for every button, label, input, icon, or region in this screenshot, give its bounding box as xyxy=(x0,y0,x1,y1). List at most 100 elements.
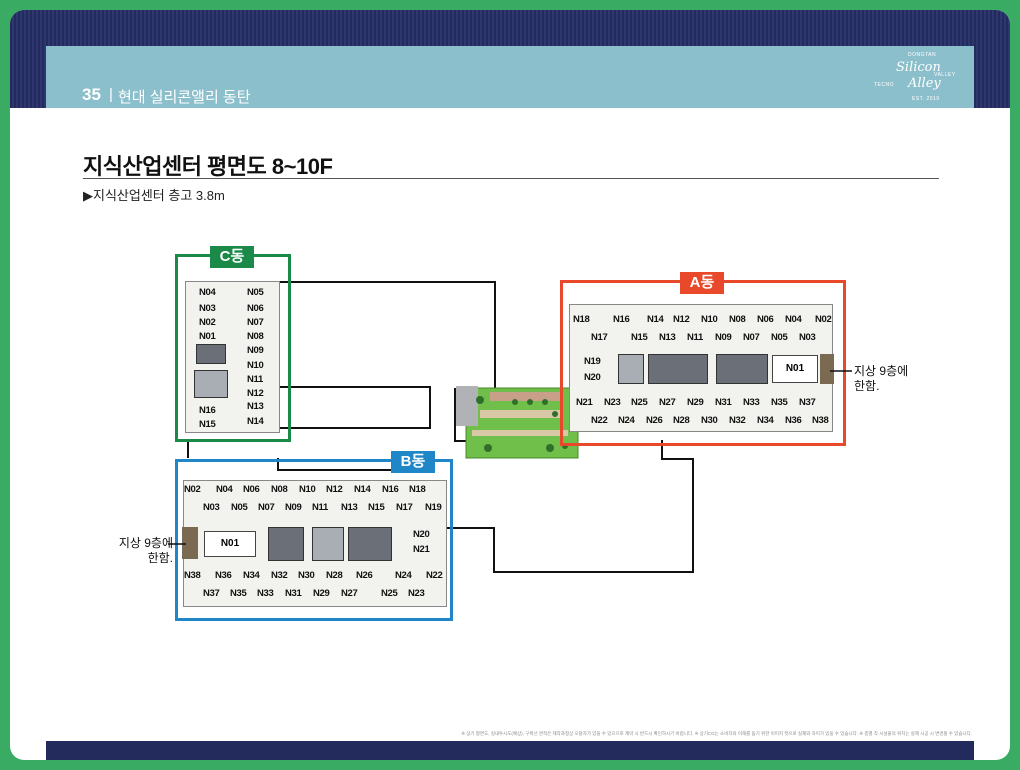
core xyxy=(348,527,392,561)
unit-label: N11 xyxy=(687,332,704,343)
unit-label: N13 xyxy=(247,401,264,412)
unit-label: N09 xyxy=(247,345,264,356)
unit-label: N10 xyxy=(701,314,718,325)
unit-label: N22 xyxy=(426,570,443,581)
unit-label: N08 xyxy=(271,484,288,495)
unit-label: N19 xyxy=(584,356,601,367)
unit-label: N18 xyxy=(409,484,426,495)
stair xyxy=(820,354,834,384)
footnote: ※ 상기 평면도, 실내투시도(예상), 구획선 면적은 제작과정상 오탈자가 … xyxy=(461,731,972,736)
unit-label: N19 xyxy=(425,502,442,513)
unit-label: N30 xyxy=(701,415,718,426)
unit-label: N14 xyxy=(354,484,371,495)
unit-label: N16 xyxy=(613,314,630,325)
unit-label: N12 xyxy=(247,388,264,399)
header-banner: 35 | 현대 실리콘앨리 동탄 DONGTAN Silicon TECNO V… xyxy=(46,46,974,108)
unit-label: N11 xyxy=(247,374,264,385)
rooftop-garden xyxy=(456,386,579,459)
building-a-floorplan: N01 xyxy=(569,304,834,432)
core xyxy=(716,354,768,384)
unit-label: N32 xyxy=(729,415,746,426)
unit-label: N07 xyxy=(247,317,264,328)
connector-lines xyxy=(187,281,694,573)
unit-label: N32 xyxy=(271,570,288,581)
unit-label: N16 xyxy=(382,484,399,495)
silicon-alley-logo: DONGTAN Silicon TECNO VALLEY Alley EST. … xyxy=(874,52,956,102)
unit-label: N21 xyxy=(413,544,430,555)
building-a-label: A동 xyxy=(680,272,724,294)
unit-label: N24 xyxy=(618,415,635,426)
unit-label: N37 xyxy=(203,588,220,599)
page-name: 현대 실리콘앨리 동탄 xyxy=(118,89,251,106)
unit-label: N09 xyxy=(285,502,302,513)
unit-label: N06 xyxy=(243,484,260,495)
unit-label: N07 xyxy=(258,502,275,513)
unit-label: N11 xyxy=(312,502,329,513)
unit-label: N04 xyxy=(199,287,216,298)
unit-label: N25 xyxy=(381,588,398,599)
unit-label: N08 xyxy=(729,314,746,325)
unit-label: N07 xyxy=(743,332,760,343)
unit-label: N29 xyxy=(313,588,330,599)
unit-label: N06 xyxy=(757,314,774,325)
unit-label: N12 xyxy=(326,484,343,495)
unit-label: N20 xyxy=(584,372,601,383)
unit-label: N27 xyxy=(659,397,676,408)
page-separator: | xyxy=(109,86,113,103)
unit-label: N04 xyxy=(785,314,802,325)
unit-label: N10 xyxy=(247,360,264,371)
unit-label: N36 xyxy=(215,570,232,581)
unit-label: N02 xyxy=(199,317,216,328)
unit-label: N23 xyxy=(604,397,621,408)
unit-label: N05 xyxy=(247,287,264,298)
unit-label: N14 xyxy=(647,314,664,325)
page-title: 지식산업센터 평면도 8~10F xyxy=(83,154,333,179)
unit-label: N17 xyxy=(591,332,608,343)
stair xyxy=(182,527,198,559)
building-c-label: C동 xyxy=(210,246,254,268)
unit-label: N33 xyxy=(743,397,760,408)
unit-label: N16 xyxy=(199,405,216,416)
unit-label: N26 xyxy=(356,570,373,581)
unit-label: N06 xyxy=(247,303,264,314)
unit-label: N08 xyxy=(247,331,264,342)
unit-label: N12 xyxy=(673,314,690,325)
unit-label: N03 xyxy=(199,303,216,314)
page-number: 35 xyxy=(82,85,101,104)
unit-label: N15 xyxy=(368,502,385,513)
unit-label: N18 xyxy=(573,314,590,325)
unit-label: N20 xyxy=(413,529,430,540)
unit-label: N09 xyxy=(715,332,732,343)
unit-label: N02 xyxy=(815,314,832,325)
unit-label: N24 xyxy=(395,570,412,581)
core xyxy=(196,344,226,364)
unit-label: N38 xyxy=(812,415,829,426)
core xyxy=(648,354,708,384)
core xyxy=(194,370,228,398)
unit-label: N03 xyxy=(203,502,220,513)
unit-label: N35 xyxy=(771,397,788,408)
unit-label: N05 xyxy=(771,332,788,343)
core xyxy=(618,354,644,384)
unit-label: N03 xyxy=(799,332,816,343)
building-c-floorplan xyxy=(185,281,280,433)
unit-label: N28 xyxy=(326,570,343,581)
unit-label: N23 xyxy=(408,588,425,599)
unit-label: N22 xyxy=(591,415,608,426)
unit-label: N38 xyxy=(184,570,201,581)
unit-label: N33 xyxy=(257,588,274,599)
page-subtitle: ▶지식산업센터 층고 3.8m xyxy=(83,188,225,203)
a-note: 지상 9층에 한함. xyxy=(854,364,909,393)
unit-label: N01 xyxy=(199,331,216,342)
unit-label: N05 xyxy=(231,502,248,513)
unit-label: N30 xyxy=(298,570,315,581)
unit-label: N26 xyxy=(646,415,663,426)
unit-label: N34 xyxy=(243,570,260,581)
unit-label: N14 xyxy=(247,416,264,427)
unit-label: N13 xyxy=(341,502,358,513)
unit-label: N35 xyxy=(230,588,247,599)
unit-label: N34 xyxy=(757,415,774,426)
unit-label: N27 xyxy=(341,588,358,599)
b-note: 지상 9층에 한함. xyxy=(118,536,173,565)
building-b-frame xyxy=(175,459,453,621)
